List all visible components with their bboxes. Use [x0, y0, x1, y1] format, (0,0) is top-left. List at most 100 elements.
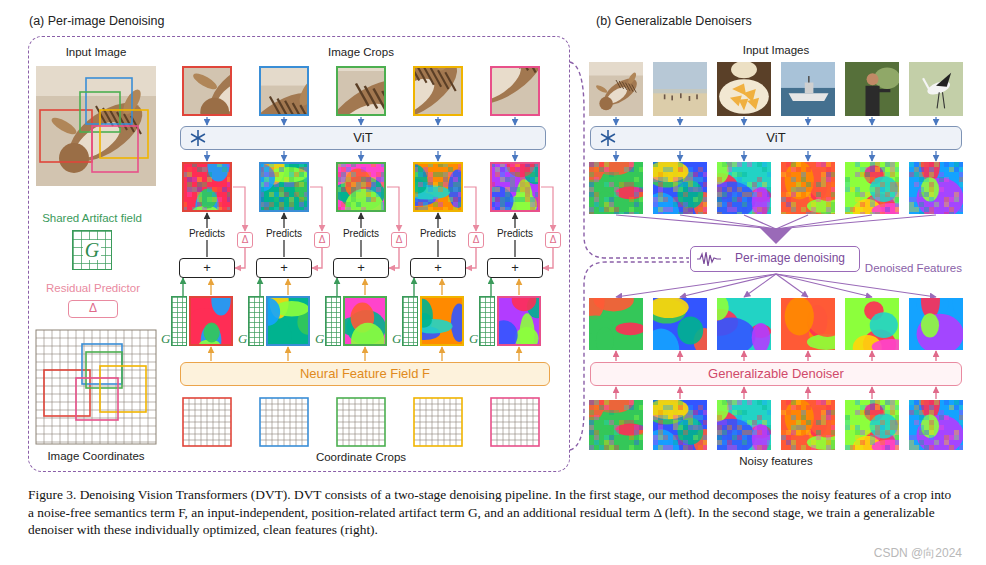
noise-cell	[594, 192, 599, 197]
cat-stripe	[285, 101, 296, 116]
noise-cell	[658, 420, 663, 425]
noise-cell	[192, 187, 197, 192]
noise-cell	[428, 197, 433, 202]
noise-cell	[826, 435, 831, 440]
arrow-line	[615, 387, 616, 399]
noise-cell	[929, 445, 934, 450]
crop-border	[337, 67, 385, 115]
noise-cell	[914, 445, 919, 450]
noise-cell	[855, 400, 860, 405]
node-label: Δ	[319, 234, 326, 246]
noise-cell	[351, 182, 356, 187]
noise-cell	[880, 182, 885, 187]
grid-border	[260, 398, 308, 446]
feature-blob	[752, 323, 770, 350]
node-heading: Residual Predictor	[46, 282, 140, 295]
clipped-image	[490, 66, 540, 116]
noise-cell	[609, 197, 614, 202]
noise-cell	[737, 425, 742, 430]
clipped-image	[589, 62, 643, 116]
noise-cell	[732, 430, 737, 435]
connector	[413, 278, 414, 296]
noise-cell	[525, 172, 530, 177]
noise-cell	[604, 405, 609, 410]
noise-cell	[801, 172, 806, 177]
noise-cell	[890, 172, 895, 177]
noise-cell	[284, 182, 289, 187]
noise-cell	[653, 162, 658, 167]
noise-cell	[865, 405, 870, 410]
node-label: Δ	[396, 234, 403, 246]
panel-label: Coordinate Crops	[316, 451, 406, 465]
noise-cell	[732, 192, 737, 197]
noise-cell	[875, 197, 880, 202]
arrow-line	[935, 351, 936, 361]
noise-cell	[909, 212, 914, 214]
noise-cell	[515, 172, 520, 177]
noise-cell	[919, 192, 924, 197]
feature-blob	[870, 312, 898, 338]
noise-cell	[678, 400, 683, 405]
noise-cell	[786, 207, 791, 212]
noise-cell	[929, 430, 934, 435]
noise-cell	[732, 400, 737, 405]
noise-cell	[924, 177, 929, 182]
noise-cell	[954, 435, 959, 440]
noise-cell	[870, 177, 875, 182]
sum-box: +	[410, 258, 466, 278]
feature-blob	[717, 298, 729, 320]
noise-cell	[356, 187, 361, 192]
noise-cell	[806, 430, 811, 435]
noise-cell	[717, 415, 722, 420]
arrow-line	[437, 151, 438, 161]
node-label: +	[280, 261, 288, 276]
artifact-grid: G	[402, 296, 418, 346]
noise-cell	[929, 435, 934, 440]
noise-cell	[604, 435, 609, 440]
crop-outline	[44, 370, 90, 416]
noise-cell	[781, 192, 786, 197]
noise-cell	[438, 182, 443, 187]
noise-cell	[187, 187, 192, 192]
noise-cell	[284, 192, 289, 197]
noise-cell	[673, 187, 678, 192]
noise-cell	[747, 420, 752, 425]
noise-cell	[653, 400, 658, 405]
crop-border	[414, 67, 462, 115]
noise-cell	[505, 192, 510, 197]
noise-cell	[737, 410, 742, 415]
noise-cell	[722, 440, 727, 445]
clipped-image	[845, 400, 899, 450]
grid-line	[36, 434, 156, 435]
noise-cell	[929, 182, 934, 187]
residual-box: Δ	[314, 232, 330, 248]
noise-cell	[855, 202, 860, 207]
crop-outline	[100, 366, 146, 412]
clipped-image	[589, 400, 643, 450]
leader-line	[541, 187, 553, 231]
crop-outline	[92, 126, 138, 172]
noise-cell	[791, 167, 796, 172]
noise-cell	[959, 405, 963, 410]
noise-cell	[673, 425, 678, 430]
grid-line	[183, 422, 231, 423]
noise-cell	[895, 425, 899, 430]
connector	[389, 248, 399, 268]
noise-cell	[639, 187, 643, 192]
noise-cell	[865, 172, 870, 177]
noise-cell	[929, 197, 934, 202]
noise-cell	[604, 207, 609, 212]
noise-cell	[890, 410, 895, 415]
noise-cell	[371, 187, 376, 192]
feature-blob	[717, 317, 756, 350]
snowflake-ray	[601, 134, 615, 142]
noise-cell	[865, 192, 870, 197]
noise-cell	[929, 420, 934, 425]
noise-cell	[890, 197, 895, 202]
noise-cell	[619, 182, 624, 187]
noise-cell	[448, 172, 453, 177]
noise-cell	[351, 192, 356, 197]
noise-cell	[453, 197, 458, 202]
sum-box: +	[333, 258, 389, 278]
feature-blob	[615, 424, 643, 436]
